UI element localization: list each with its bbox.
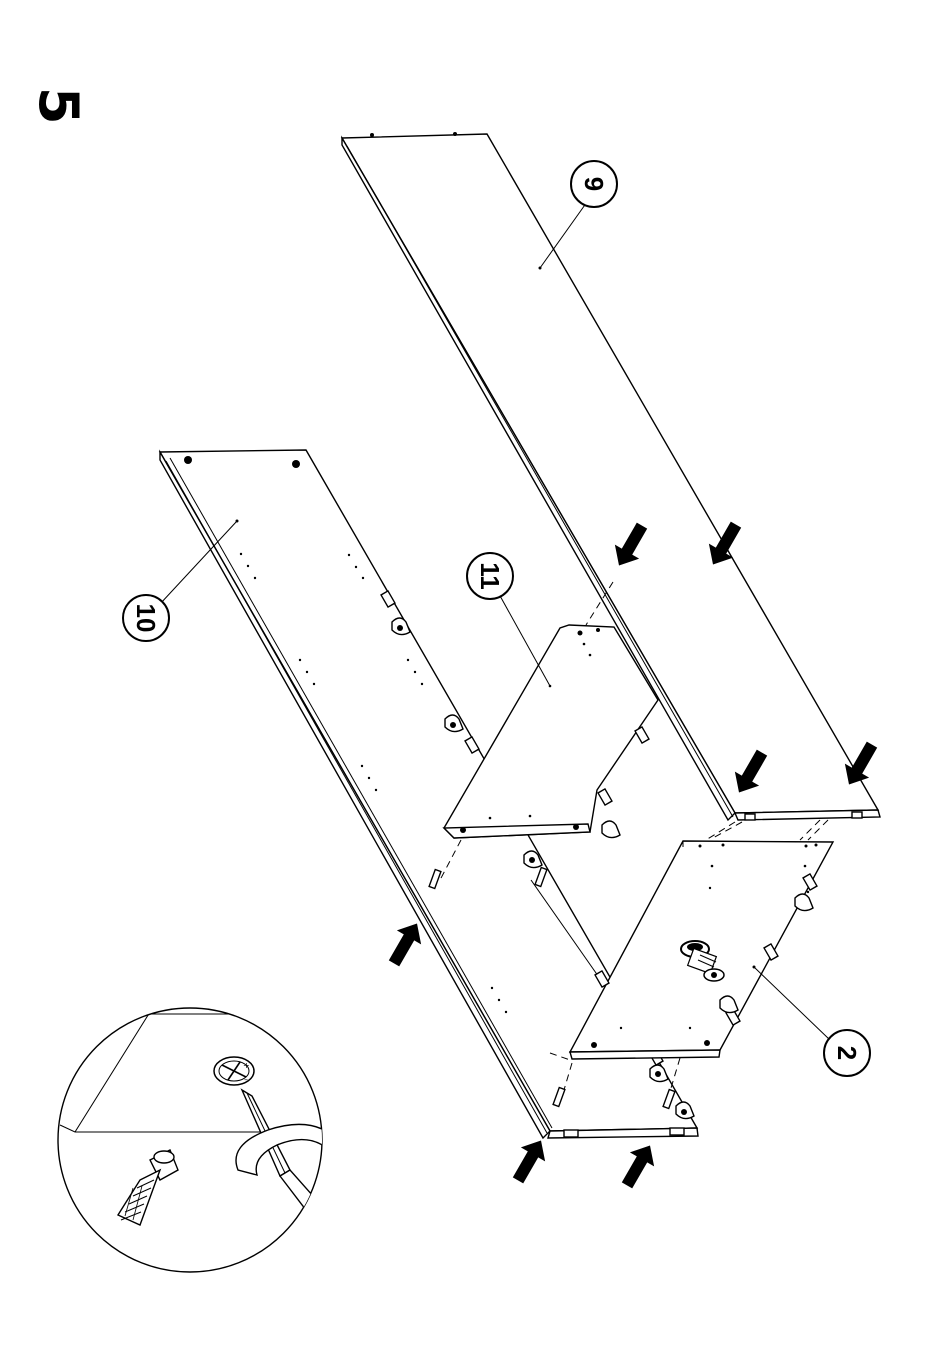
panel-11 [444,625,658,838]
step-number: 5 [27,87,90,125]
callout-11-label: 11 [475,562,505,590]
callout-2: 2 [754,967,870,1076]
panel-2 [570,841,833,1059]
detail-inset: + – [58,1008,375,1272]
cam-lock-icon: + – [214,1057,254,1085]
arrow-icon [615,1138,662,1192]
callout-2-label: 2 [832,1046,862,1060]
step-number-text: 5 [27,87,90,125]
arrow-icon [506,1133,553,1187]
callout-9-label: 9 [579,177,609,191]
callout-10-label: 10 [131,604,161,633]
svg-text:–: – [244,1075,248,1084]
callout-10: 10 [123,521,237,641]
svg-text:+: + [243,1061,250,1070]
callout-9: 9 [540,161,617,268]
